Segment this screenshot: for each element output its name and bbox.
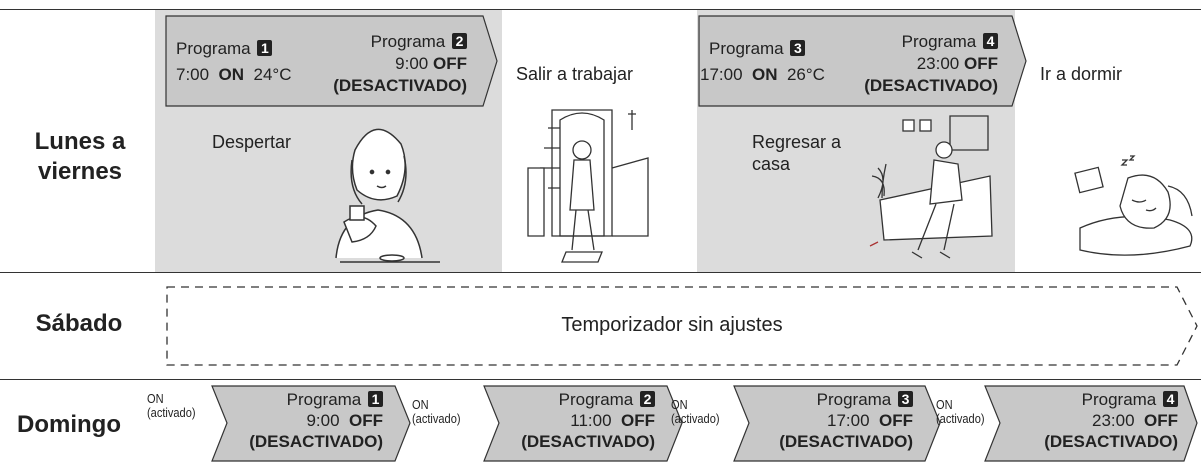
program-number-badge: 3: [790, 40, 806, 56]
program-number-badge: 4: [983, 33, 998, 49]
program-state: OFF: [879, 411, 913, 430]
row-divider-1: [0, 272, 1201, 273]
program-state: OFF: [621, 411, 655, 430]
sunday-chevron-2: [483, 385, 683, 462]
program-label: Programa: [1081, 390, 1157, 409]
program-3-settings: 17:00 ON 26°C: [700, 64, 825, 86]
program-state: OFF: [433, 54, 467, 73]
program-state: OFF: [1144, 411, 1178, 430]
program-note: (DESACTIVADO): [521, 432, 655, 451]
program-label: Programa: [558, 390, 634, 409]
program-temperature: 26°C: [786, 65, 825, 84]
program-time: 17:00: [700, 65, 743, 84]
caption-line: casa: [752, 154, 791, 174]
program-2-note: (DESACTIVADO): [333, 76, 467, 95]
sunday-program-heading: Programa 1: [222, 389, 383, 410]
on-label-4: ON (activado): [936, 398, 985, 426]
program-1-heading: Programa 1: [176, 38, 273, 60]
sunday-chevron-3: [733, 385, 941, 462]
program-number-badge: 2: [640, 391, 655, 407]
on-note: (activado): [671, 411, 720, 426]
caption-line: Regresar a: [752, 132, 842, 152]
program-label: Programa: [816, 390, 892, 409]
program-label: Programa: [176, 39, 251, 58]
program-label: Programa: [709, 39, 784, 58]
sunday-program-heading: Programa 4: [1006, 389, 1178, 410]
sunday-program-settings: 17:00 OFF: [746, 410, 913, 431]
on-label-2: ON (activado): [412, 398, 461, 426]
row-divider-2: [0, 379, 1201, 380]
sunday-chevron-4: [984, 385, 1198, 462]
program-number-badge: 4: [1163, 391, 1178, 407]
row-label-saturday: Sábado: [35, 310, 123, 337]
on-word: ON: [671, 397, 688, 412]
on-word: ON: [147, 391, 164, 406]
woman-sleeping-illustration: [1074, 155, 1193, 256]
program-time: 11:00: [570, 411, 612, 430]
woman-leaving-illustration: [527, 109, 649, 263]
sunday-program-3: Programa 3 17:00 OFF (DESACTIVADO): [746, 389, 913, 452]
program-state: OFF: [349, 411, 383, 430]
program-state: OFF: [964, 54, 998, 73]
program-4-settings: 23:00 OFF: [858, 53, 998, 75]
program-1-settings: 7:00 ON 24°C: [176, 64, 291, 86]
sunday-program-2: Programa 2 11:00 OFF (DESACTIVADO): [493, 389, 655, 452]
program-arrow-3-4: [698, 15, 1027, 107]
program-time: 23:00: [916, 54, 960, 73]
sunday-program-settings: 11:00 OFF: [493, 410, 655, 431]
program-time: 9:00: [306, 411, 340, 430]
on-note: (activado): [412, 411, 461, 426]
program-time: 23:00: [1092, 411, 1135, 430]
sunday-chevron-1: [211, 385, 411, 462]
sunday-program-4: Programa 4 23:00 OFF (DESACTIVADO): [1006, 389, 1178, 452]
row-label-sunday: Domingo: [17, 411, 121, 438]
sunday-program-1: Programa 1 9:00 OFF (DESACTIVADO): [222, 389, 383, 452]
on-note: (activado): [147, 405, 196, 420]
program-note: (DESACTIVADO): [779, 432, 913, 451]
top-rule: [0, 9, 1201, 10]
sunday-program-settings: 9:00 OFF: [222, 410, 383, 431]
program-number-badge: 3: [898, 391, 913, 407]
program-2-heading: Programa 2: [328, 31, 467, 53]
program-number-badge: 2: [452, 33, 467, 49]
program-2-settings: 9:00 OFF: [328, 53, 467, 75]
program-label: Programa: [370, 32, 446, 51]
program-number-badge: 1: [257, 40, 273, 56]
program-temperature: 24°C: [253, 65, 292, 84]
program-time: 7:00: [176, 65, 210, 84]
program-note: (DESACTIVADO): [1044, 432, 1178, 451]
caption-return-home: Regresar a casa: [752, 131, 841, 175]
program-time: 9:00: [395, 54, 429, 73]
caption-go-to-sleep: Ir a dormir: [1040, 64, 1123, 84]
woman-coffee-illustration: [335, 128, 440, 263]
program-state: ON: [218, 65, 245, 84]
program-note: (DESACTIVADO): [249, 432, 383, 451]
caption-wake-up: Despertar: [212, 132, 292, 152]
on-label-3: ON (activado): [671, 398, 720, 426]
on-label-1: ON (activado): [147, 392, 196, 420]
sunday-program-heading: Programa 2: [493, 389, 655, 410]
on-note: (activado): [936, 411, 985, 426]
program-label: Programa: [901, 32, 977, 51]
program-number-badge: 1: [368, 391, 383, 407]
program-arrow-1-2: [165, 15, 498, 107]
program-4-heading: Programa 4: [858, 31, 998, 53]
program-label: Programa: [286, 390, 362, 409]
program-state: ON: [752, 65, 778, 84]
sunday-program-settings: 23:00 OFF: [1006, 410, 1178, 431]
program-time: 17:00: [827, 411, 870, 430]
saturday-dashed-arrow: [166, 286, 1198, 366]
caption-leave-for-work: Salir a trabajar: [516, 64, 634, 84]
sunday-program-heading: Programa 3: [746, 389, 913, 410]
on-word: ON: [412, 397, 429, 412]
program-4-note: (DESACTIVADO): [864, 76, 998, 95]
saturday-no-timer-text: Temporizador sin ajustes: [561, 314, 783, 336]
woman-sofa-illustration: [869, 115, 993, 259]
on-word: ON: [936, 397, 953, 412]
program-3-heading: Programa 3: [709, 38, 806, 60]
